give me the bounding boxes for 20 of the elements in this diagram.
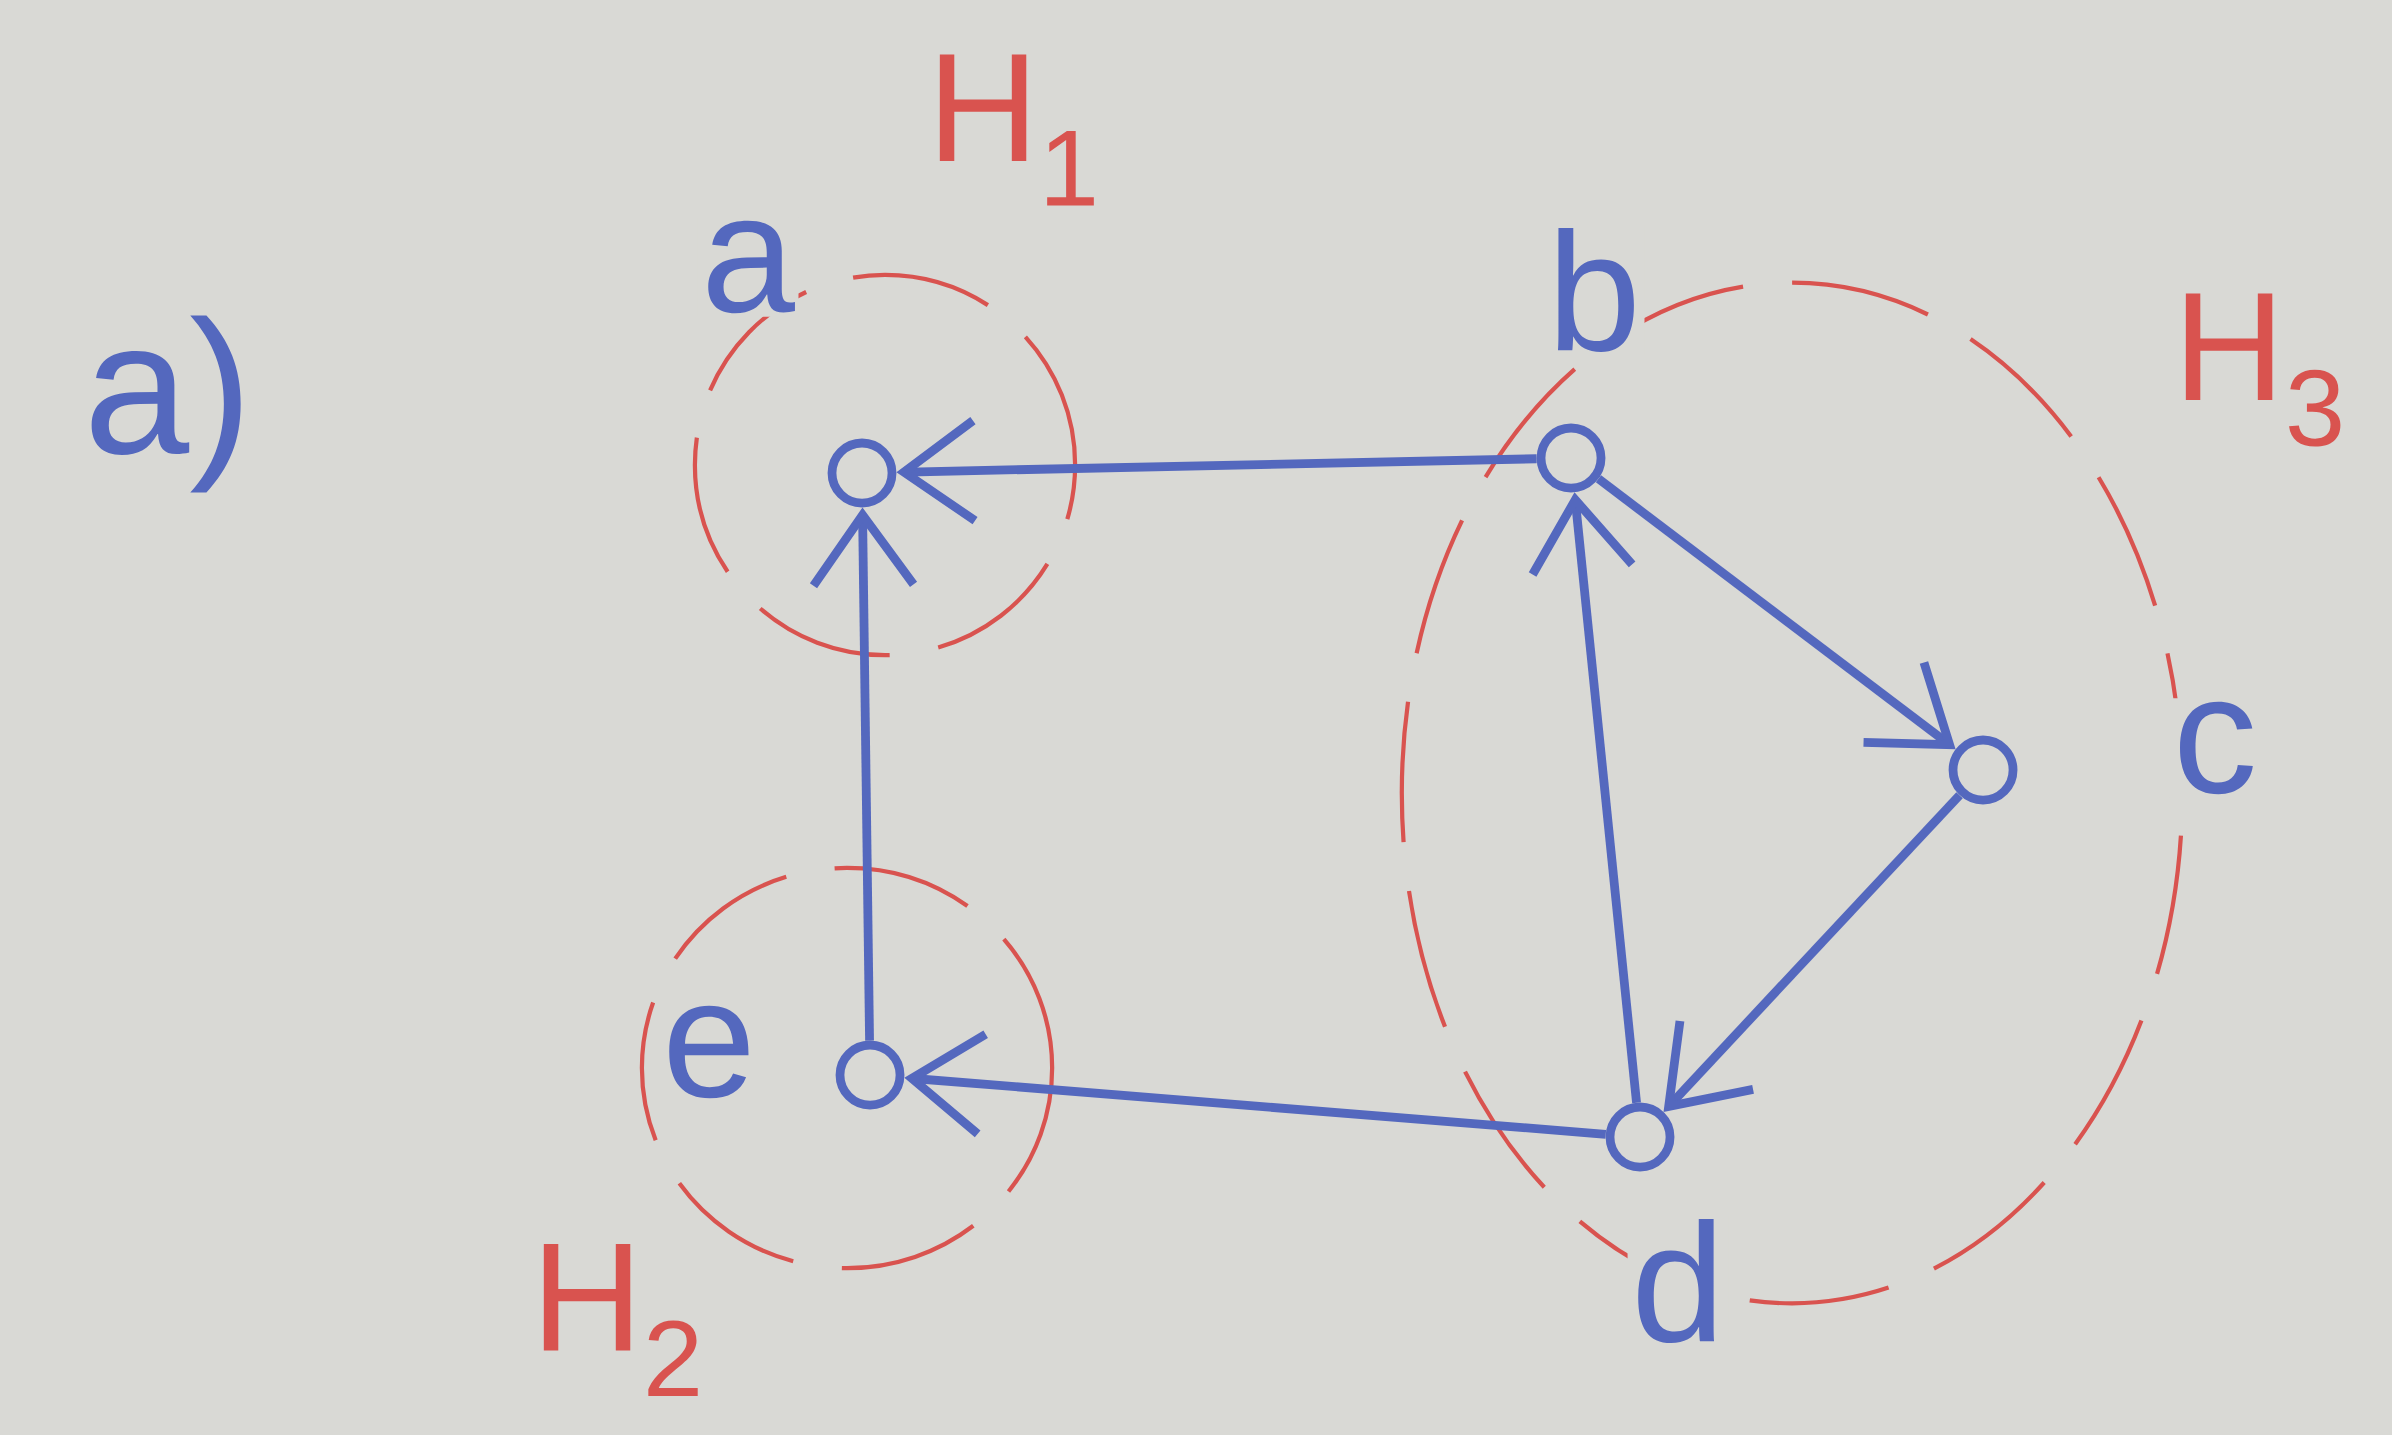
panel-label: a) <box>91 315 241 493</box>
arrow <box>904 1030 1607 1139</box>
vertex-label: b <box>1543 224 1645 356</box>
arrow <box>809 507 918 1041</box>
vertex-label: d <box>1627 1215 1729 1347</box>
vertex-label: c <box>2169 698 2261 798</box>
vertex-circle <box>1536 423 1606 493</box>
vertex-label: a <box>697 217 799 317</box>
region-label: H$_{3}$ <box>2185 293 2341 447</box>
vertex-circle <box>827 438 897 508</box>
vertex-circle <box>1948 735 2018 805</box>
arrow <box>1595 475 1956 750</box>
arrow <box>896 417 1537 525</box>
vertex-circle <box>1605 1102 1675 1172</box>
vertex-circle <box>835 1040 905 1110</box>
arrow <box>1528 492 1641 1104</box>
vertex-label: e <box>658 1002 760 1102</box>
arrow <box>1663 792 1963 1112</box>
region-label: H$_{1}$ <box>939 54 1094 206</box>
region-label: H$_{2}$ <box>543 1244 698 1396</box>
